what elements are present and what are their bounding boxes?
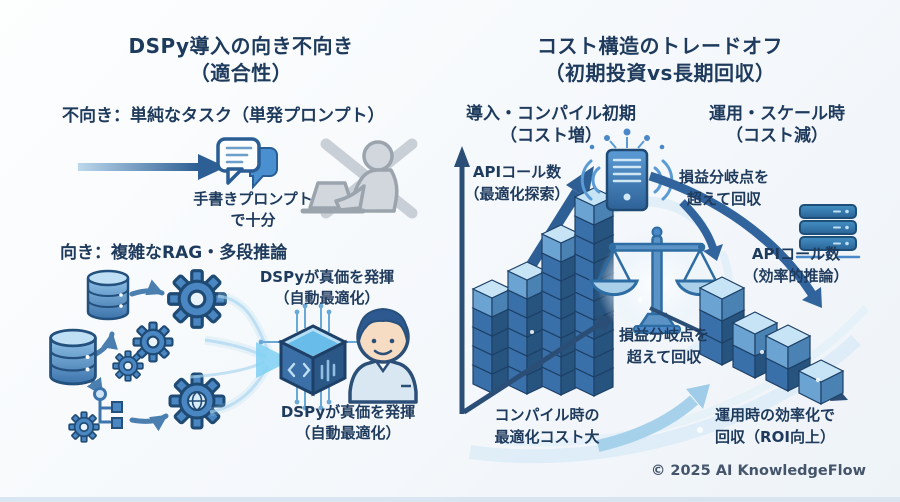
branch-flow-icon — [93, 387, 123, 429]
handwritten-caption-line1: 手書きプロンプト — [193, 190, 313, 208]
breakeven-bottom-line2: 超えて回収 — [626, 348, 702, 366]
compile-cost-line2: 最適化コスト大 — [494, 428, 600, 446]
api-search-line1: APIコール数 — [472, 163, 562, 181]
database-icon — [86, 269, 130, 321]
server-rack-icon — [795, 204, 861, 260]
api-inference-line1: APIコール数 — [751, 245, 841, 263]
recover-curve-arrow-long — [648, 171, 822, 308]
simple-task-arrow-icon — [78, 154, 226, 180]
phase-initial-line2: （コスト増） — [500, 126, 602, 146]
phase-operation-line2: （コスト減） — [726, 126, 828, 146]
gear-icon — [68, 411, 100, 443]
gear-icon — [112, 350, 144, 382]
dspy-value-top-line2: （自動最適化） — [274, 289, 380, 307]
crossed-out-person-laptop-icon — [300, 138, 418, 219]
roi-rising-swoosh-arrow — [596, 384, 710, 452]
breakeven-top-line2: 超えて回収 — [686, 190, 762, 208]
operation-roi-line2: 回収（ROI向上） — [715, 428, 835, 446]
right-title-line2: （初期投資vs長期回収） — [544, 61, 776, 85]
sparkle-dots — [530, 297, 821, 433]
developer-avatar — [348, 307, 418, 404]
right-title-line1: コスト構造のトレードオフ — [537, 34, 783, 58]
api-search-line2: （最適化探索） — [464, 185, 570, 203]
gear-globe-icon — [168, 372, 226, 430]
api-cost-columns-initial — [471, 187, 615, 397]
breakeven-axis-arrow — [462, 315, 614, 415]
dspy-value-top-line1: DSPyが真価を発揮 — [259, 268, 395, 286]
handwritten-caption-line2: で十分 — [230, 211, 276, 229]
recover-curve-arrow-short — [679, 199, 723, 261]
compile-cost-line1: コンパイル時の — [494, 406, 600, 424]
api-inference-line2: （効率的推論） — [743, 267, 849, 285]
unsuited-heading: 不向き：単純なタスク（単発プロンプト） — [62, 106, 385, 126]
dspy-value-bottom-line2: （自動最適化） — [295, 424, 401, 442]
suited-heading: 向き：複雑なRAG・多段推論 — [60, 243, 288, 263]
phase-initial-line1: 導入・コンパイル初期 — [466, 104, 636, 124]
left-title-line2: （適合性） — [189, 61, 293, 85]
cost-axes — [454, 146, 470, 414]
copyright: © 2025 AI KnowledgeFlow — [650, 463, 866, 479]
dspy-core-cube-icon — [258, 303, 368, 411]
breakeven-bottom-line1: 損益分岐点を — [618, 326, 710, 344]
dspy-value-bottom-line1: DSPyが真価を発揮 — [280, 403, 416, 421]
gear-icon — [167, 269, 227, 329]
left-title-line1: DSPy導入の向き不向き — [128, 34, 354, 58]
api-cost-columns-operation — [698, 276, 845, 405]
breakeven-top-line1: 損益分岐点を — [678, 168, 770, 186]
chat-bubbles-icon — [216, 137, 278, 190]
phase-operation-line1: 運用・スケール時 — [709, 104, 845, 124]
bottom-accent-strip — [0, 497, 900, 502]
stream-arrowhead — [256, 342, 292, 378]
database-icon — [49, 328, 97, 386]
operation-roi-line1: 運用時の効率化で — [714, 406, 836, 424]
